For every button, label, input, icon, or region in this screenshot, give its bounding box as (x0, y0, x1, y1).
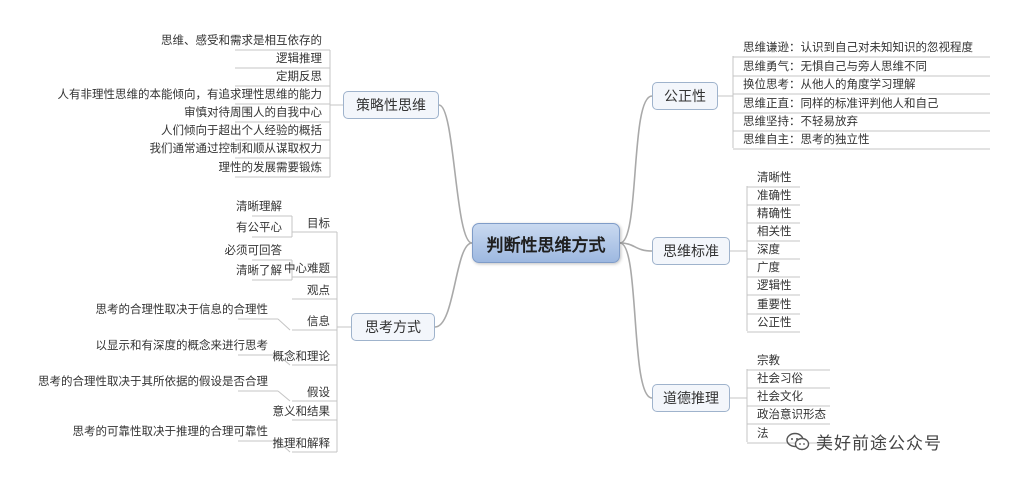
standard-item[interactable]: 相关性 (757, 224, 792, 238)
connector-line (619, 242, 653, 399)
fairness-item[interactable]: 思维勇气：无惧自己与旁人思维不同 (743, 59, 927, 73)
chat-bubble-icon (786, 432, 810, 450)
root-topic[interactable]: 判断性思维方式 (472, 223, 620, 263)
standard-item[interactable]: 公正性 (757, 315, 792, 329)
thinking-item[interactable]: 概念和理论 (272, 349, 331, 363)
strategy-item[interactable]: 逻辑推理 (276, 51, 322, 65)
thinking-sub-item[interactable]: 以显示和有深度的概念来进行思考 (95, 338, 269, 352)
strategy-item[interactable]: 我们通常通过控制和顺从谋取权力 (149, 141, 323, 155)
strategy-item[interactable]: 定期反思 (276, 69, 322, 83)
connector-line (277, 318, 291, 331)
fairness-item[interactable]: 思维坚持：不轻易放弃 (743, 114, 858, 128)
thinking-sub-item[interactable]: 思考的合理性取决于信息的合理性 (95, 302, 269, 316)
standard-item[interactable]: 深度 (757, 242, 780, 256)
connector-line (619, 95, 653, 244)
standard-item[interactable]: 清晰性 (757, 170, 792, 184)
moral-item[interactable]: 宗教 (757, 353, 780, 367)
thinking-item[interactable]: 推理和解释 (272, 436, 331, 450)
standard-item[interactable]: 广度 (757, 260, 780, 274)
moral-item[interactable]: 社会文化 (757, 389, 803, 403)
thinking-item[interactable]: 中心难题 (284, 261, 330, 275)
standard-item[interactable]: 逻辑性 (757, 278, 792, 292)
standard-item[interactable]: 重要性 (757, 297, 792, 311)
standard-item[interactable]: 精确性 (757, 206, 792, 220)
thinking-item[interactable]: 假设 (307, 385, 330, 399)
watermark: 美好前途公众号 (786, 429, 942, 454)
watermark-text: 美好前途公众号 (816, 434, 942, 454)
branch-thinking-standards[interactable]: 思维标准 (652, 237, 730, 265)
moral-item[interactable]: 法 (757, 426, 769, 440)
moral-item[interactable]: 社会习俗 (757, 371, 803, 385)
thinking-sub-item[interactable]: 清晰了解 (236, 263, 282, 277)
strategy-item[interactable]: 思维、感受和需求是相互依存的 (161, 33, 322, 47)
branch-strategic-thinking[interactable]: 策略性思维 (343, 91, 439, 119)
thinking-item[interactable]: 观点 (307, 283, 330, 297)
thinking-sub-item[interactable]: 有公平心 (236, 220, 282, 234)
thinking-sub-item[interactable]: 清晰理解 (236, 199, 282, 213)
fairness-item[interactable]: 思维正直：同样的标准评判他人和自己 (743, 96, 939, 110)
branch-moral-reasoning[interactable]: 道德推理 (652, 384, 730, 412)
thinking-item[interactable]: 意义和结果 (272, 404, 331, 418)
connector-line (277, 354, 291, 366)
branch-thinking-mode[interactable]: 思考方式 (351, 313, 435, 341)
connector-line (438, 104, 473, 244)
connector-line (434, 242, 473, 328)
connector-line (277, 440, 291, 453)
thinking-item[interactable]: 信息 (307, 314, 330, 328)
fairness-item[interactable]: 思维自主：思考的独立性 (743, 132, 870, 146)
thinking-sub-item[interactable]: 必须可回答 (224, 243, 283, 257)
fairness-item[interactable]: 思维谦逊：认识到自己对未知知识的忽视程度 (743, 40, 973, 54)
fairness-item[interactable]: 换位思考：从他人的角度学习理解 (743, 77, 916, 91)
strategy-item[interactable]: 人们倾向于超出个人经验的概括 (161, 123, 322, 137)
moral-item[interactable]: 政治意识形态 (757, 407, 826, 421)
thinking-sub-item[interactable]: 思考的可靠性取决于推理的合理可靠性 (72, 424, 269, 438)
strategy-item[interactable]: 理性的发展需要锻炼 (218, 160, 323, 174)
thinking-sub-item[interactable]: 思考的合理性取决于其所依据的假设是否合理 (38, 374, 268, 388)
connector-line (277, 390, 291, 402)
connector-line (619, 242, 653, 252)
strategy-item[interactable]: 人有非理性思维的本能倾向，有追求理性思维的能力 (57, 87, 323, 101)
thinking-item[interactable]: 目标 (307, 216, 330, 230)
strategy-item[interactable]: 审慎对待周围人的自我中心 (184, 105, 322, 119)
standard-item[interactable]: 准确性 (757, 188, 792, 202)
branch-fairness[interactable]: 公正性 (652, 82, 718, 110)
